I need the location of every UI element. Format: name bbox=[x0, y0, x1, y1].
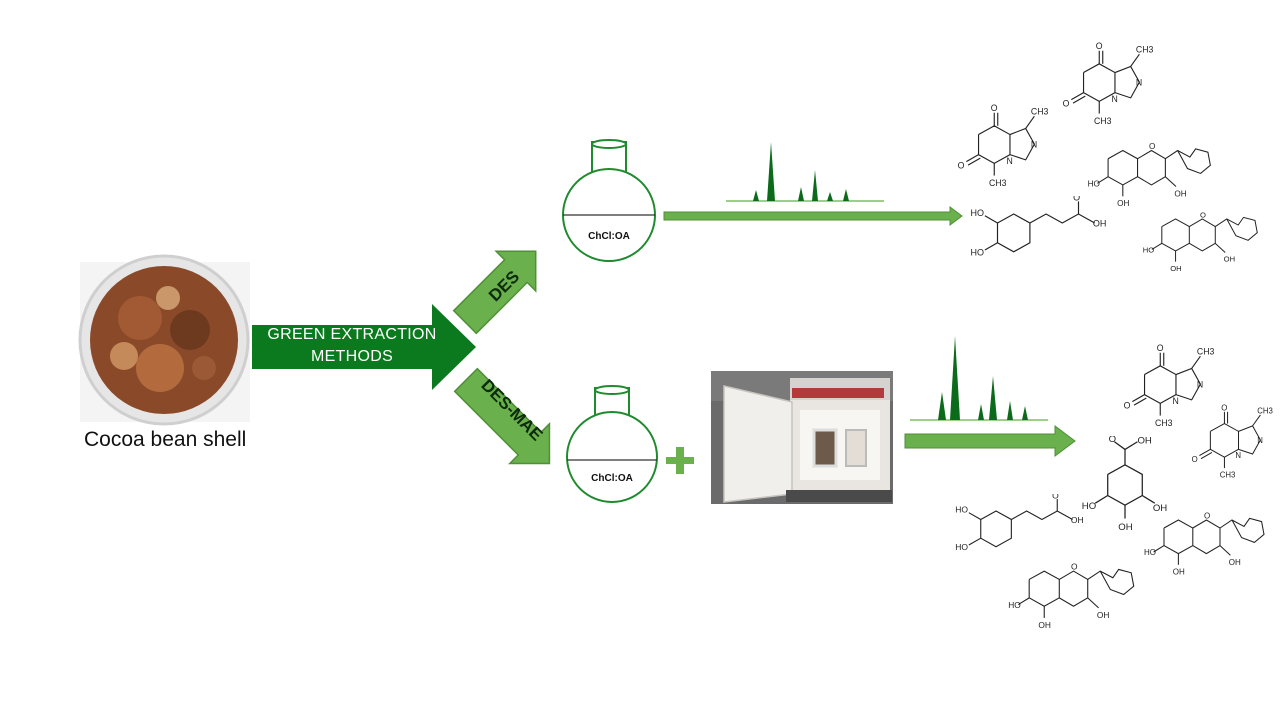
molecule-structure-icon bbox=[956, 42, 1258, 274]
source-caption: Cocoa bean shell bbox=[84, 428, 247, 451]
flask-icon bbox=[566, 385, 658, 503]
des-mae-arrow bbox=[453, 367, 551, 465]
des-arrow bbox=[452, 250, 537, 335]
plus-icon bbox=[666, 447, 694, 474]
top-flask-solvent: ChCl:OA bbox=[588, 231, 630, 242]
bottom-flask-solvent: ChCl:OA bbox=[591, 473, 633, 484]
main-arrow-label: GREEN EXTRACTION METHODS bbox=[258, 324, 446, 368]
cocoa-shell-photo-icon bbox=[78, 254, 250, 426]
chromatogram-icon bbox=[910, 336, 1048, 421]
main-arrow-line2: METHODS bbox=[310, 348, 394, 365]
top-result-arrow bbox=[663, 206, 963, 226]
main-arrow-line1: GREEN EXTRACTION bbox=[267, 326, 437, 343]
main-extraction-arrow bbox=[252, 304, 476, 390]
bottom-result-arrow bbox=[904, 425, 1076, 457]
molecule-structure-icon bbox=[954, 344, 1274, 631]
microwave-oven-icon bbox=[711, 371, 893, 504]
flask-icon bbox=[562, 139, 656, 262]
chromatogram-icon bbox=[726, 142, 884, 202]
